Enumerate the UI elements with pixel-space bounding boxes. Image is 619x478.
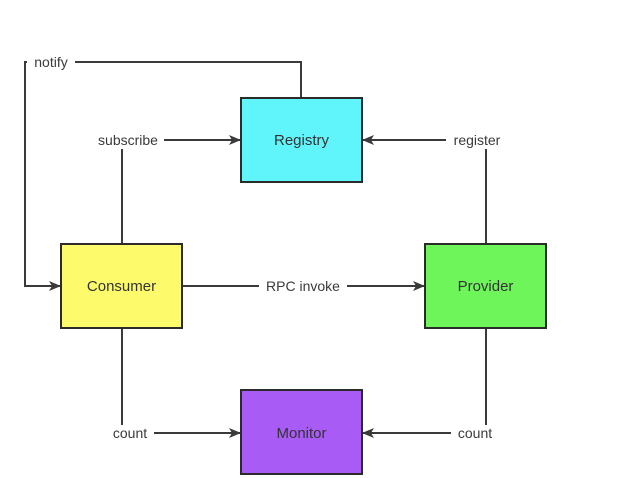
edge-rpc-invoke: RPC invoke — [182, 278, 425, 295]
node-monitor: Monitor — [240, 389, 363, 475]
edge-notify: notify — [24, 54, 302, 291]
edge-notify-line — [24, 61, 302, 291]
node-monitor-box — [240, 389, 363, 475]
edge-notify-label-bg — [27, 54, 75, 71]
edge-subscribe-line — [121, 135, 241, 243]
node-provider: Provider — [424, 243, 547, 329]
edge-rpc-invoke-label-bg — [259, 278, 347, 295]
edge-notify-label: notify — [34, 54, 67, 70]
edge-register: register — [362, 132, 508, 243]
edge-rpc-invoke-label: RPC invoke — [266, 278, 340, 294]
edge-count-consumer-label-bg — [106, 425, 154, 442]
node-registry-label: Registry — [274, 132, 330, 149]
node-registry-box — [240, 97, 363, 183]
node-consumer-box — [60, 243, 183, 329]
edge-count-consumer-label: count — [113, 425, 147, 441]
node-provider-box — [424, 243, 547, 329]
edge-subscribe: subscribe — [92, 132, 241, 243]
edge-count-consumer: count — [106, 329, 241, 442]
edge-count-consumer-line — [121, 329, 241, 438]
node-consumer: Consumer — [60, 243, 183, 329]
edge-register-line — [362, 135, 487, 243]
node-monitor-label: Monitor — [276, 425, 326, 442]
edge-count-provider: count — [362, 329, 499, 442]
edge-count-provider-line — [362, 329, 487, 438]
edge-count-provider-label-bg — [451, 425, 499, 442]
node-registry: Registry — [240, 97, 363, 183]
node-provider-label: Provider — [458, 278, 514, 295]
edge-count-provider-label: count — [458, 425, 492, 441]
edge-register-label: register — [454, 132, 501, 148]
edge-subscribe-label: subscribe — [98, 132, 158, 148]
edge-subscribe-label-bg — [92, 132, 164, 149]
node-consumer-label: Consumer — [87, 278, 156, 295]
edge-register-label-bg — [446, 132, 508, 149]
